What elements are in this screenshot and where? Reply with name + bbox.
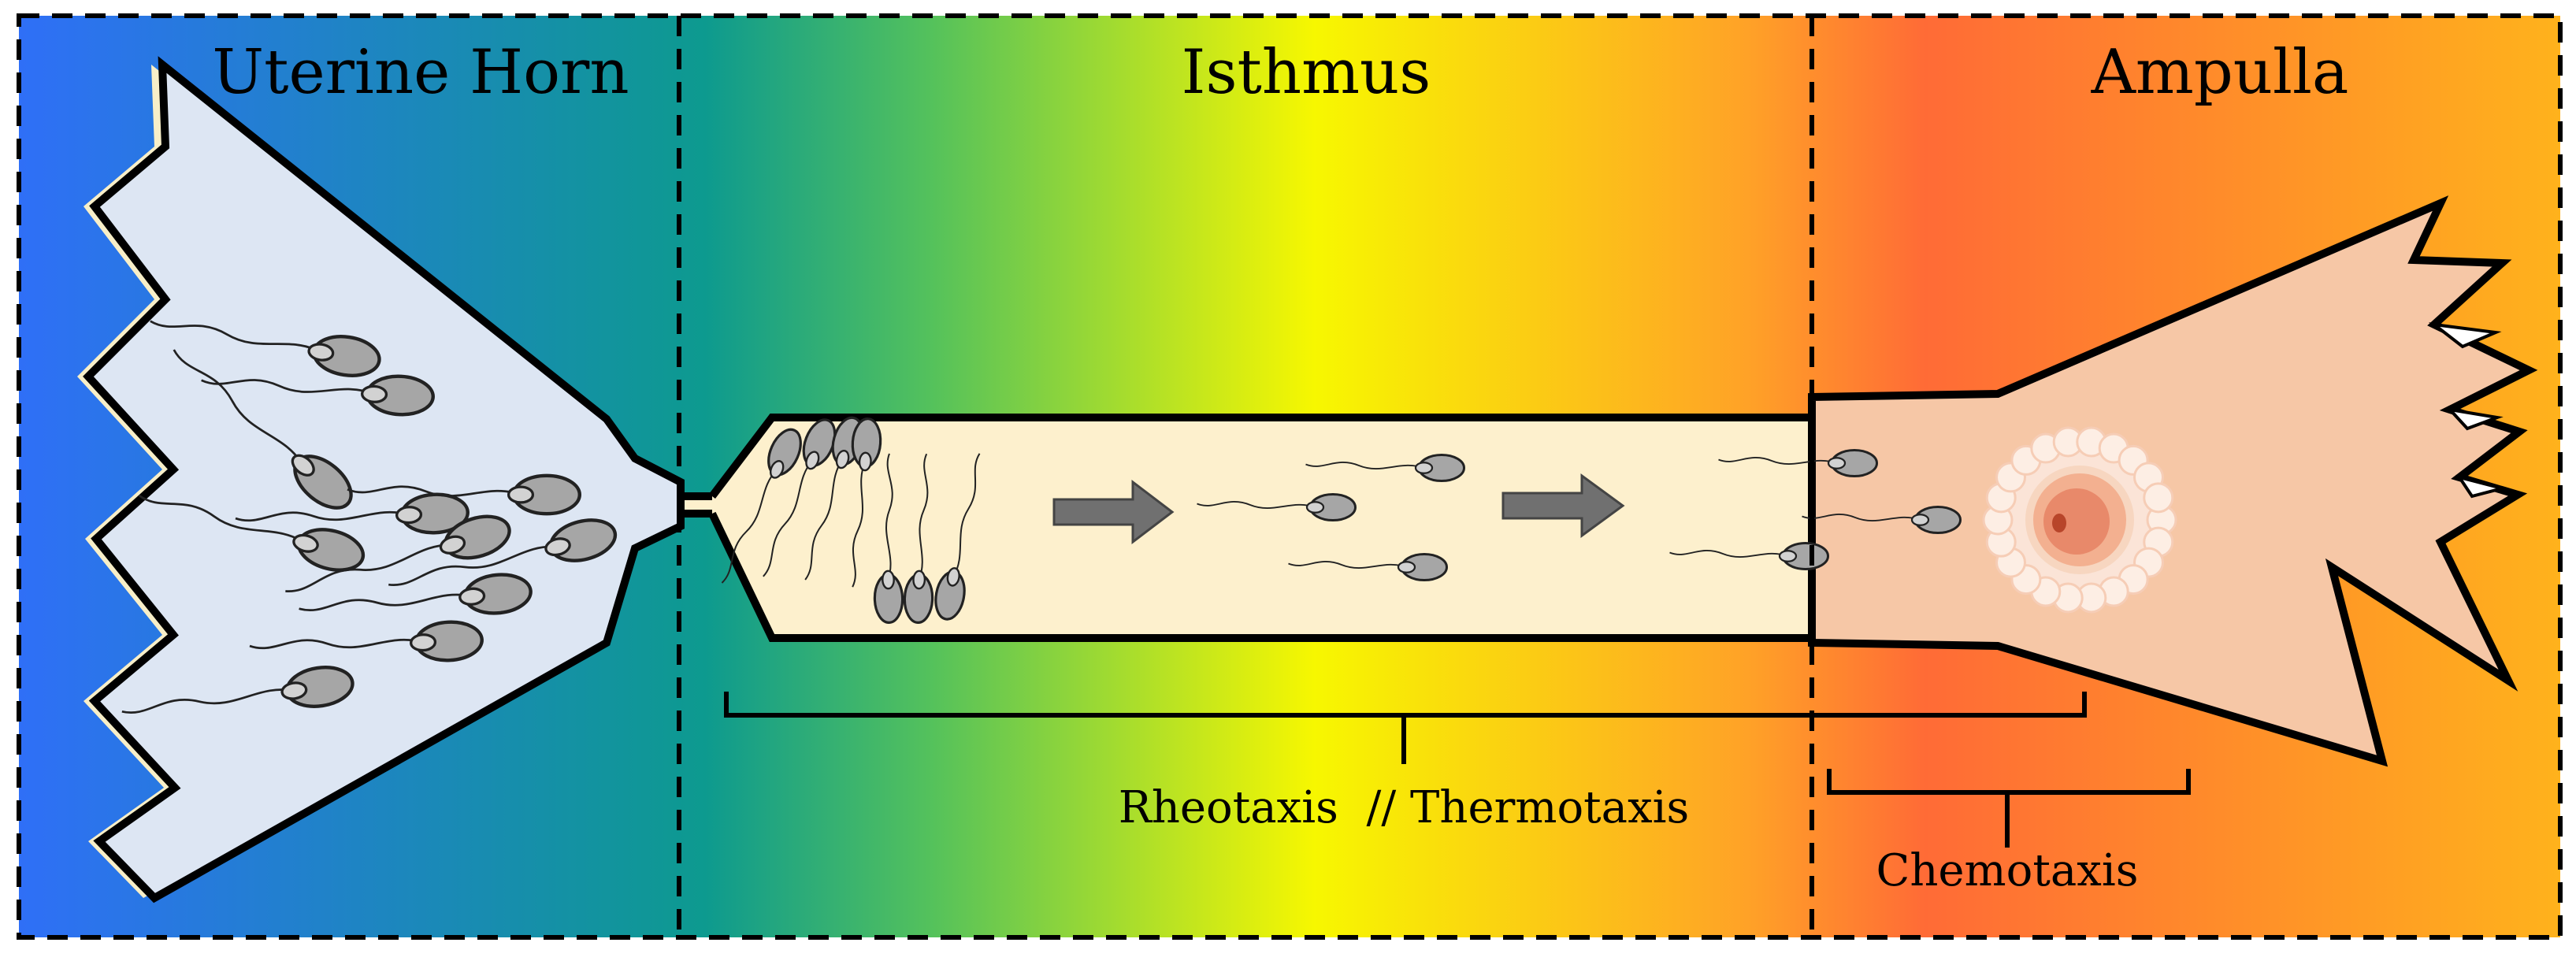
sperm-cell bbox=[851, 417, 882, 588]
sperm-cells bbox=[121, 320, 1962, 714]
chemotaxis-bracket bbox=[1827, 769, 2191, 848]
flow-arrow-2 bbox=[1501, 473, 1625, 538]
sperm-cell bbox=[347, 473, 582, 516]
sperm-cell bbox=[121, 666, 354, 714]
sperm-cell bbox=[873, 453, 904, 624]
region-label-ampulla: Ampulla bbox=[2091, 37, 2349, 108]
sperm-cell bbox=[173, 349, 353, 510]
sperm-cell bbox=[299, 573, 533, 615]
process-label-chemotaxis: Chemotaxis bbox=[1876, 845, 2139, 896]
sperm-cell bbox=[1802, 506, 1962, 534]
diagram-frame bbox=[17, 13, 2563, 940]
ampulla-shape bbox=[1808, 195, 2538, 767]
region-label-uterine-horn: Uterine Horn bbox=[212, 37, 629, 108]
oocyte-nucleus bbox=[2052, 514, 2066, 532]
sperm-cell bbox=[249, 620, 484, 662]
process-label-rheotaxis-thermotaxis: Rheotaxis // Thermotaxis bbox=[1119, 782, 1690, 833]
sperm-cell bbox=[285, 514, 511, 592]
sperm-cell bbox=[1669, 542, 1829, 570]
sperm-cell bbox=[934, 453, 981, 621]
sperm-cell bbox=[763, 418, 837, 577]
flow-arrows bbox=[1052, 473, 1625, 545]
flow-arrow-1 bbox=[1052, 479, 1175, 545]
oocyte-complex bbox=[1982, 426, 2177, 614]
rheotaxis-bracket bbox=[724, 692, 2087, 764]
cumulus-cell bbox=[2143, 482, 2174, 514]
oocyte bbox=[2043, 488, 2110, 555]
sperm-cell bbox=[721, 428, 802, 584]
sperm-cell bbox=[1718, 449, 1878, 477]
cumulus-cells bbox=[1982, 426, 2177, 614]
sperm-cell bbox=[1305, 454, 1465, 482]
sperm-cell bbox=[201, 374, 435, 417]
fimbria-slits bbox=[2428, 322, 2508, 499]
region-label-isthmus: Isthmus bbox=[1182, 37, 1431, 108]
sperm-cell bbox=[388, 518, 618, 586]
sperm-cell bbox=[1288, 553, 1448, 581]
sperm-cell bbox=[150, 320, 381, 377]
sperm-cell bbox=[138, 494, 366, 572]
sperm-cell bbox=[1197, 493, 1357, 521]
sperm-cell bbox=[903, 453, 934, 624]
